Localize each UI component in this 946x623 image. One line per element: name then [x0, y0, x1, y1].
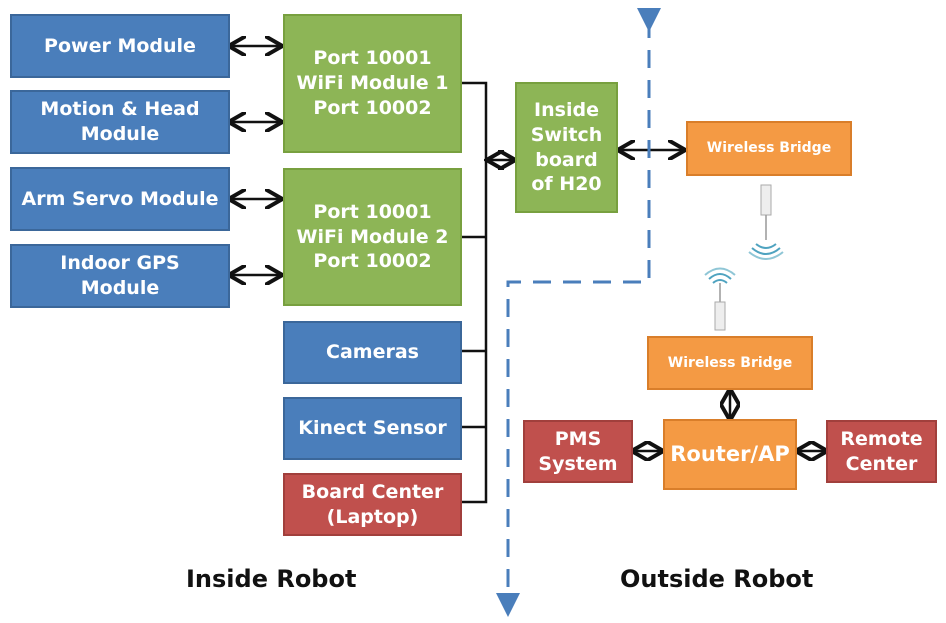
- outside-robot-label: Outside Robot: [620, 565, 814, 593]
- boundary-dashed-line: [496, 8, 661, 617]
- indoor-gps-module: Indoor GPS Module: [10, 244, 230, 308]
- router-ap: Router/AP: [663, 419, 797, 490]
- pms-system: PMS System: [523, 420, 633, 483]
- motion-head-module: Motion & Head Module: [10, 90, 230, 154]
- antenna-icon-bridge1: [748, 184, 784, 260]
- board-center-laptop: Board Center (Laptop): [283, 473, 462, 536]
- inside-switch-board: Inside Switch board of H20: [515, 82, 618, 213]
- inside-robot-label: Inside Robot: [186, 565, 357, 593]
- cameras: Cameras: [283, 321, 462, 384]
- arm-servo-module: Arm Servo Module: [10, 167, 230, 231]
- remote-center: Remote Center: [826, 420, 937, 483]
- bus-line: [462, 81, 488, 504]
- wireless-bridge-robot: Wireless Bridge: [686, 121, 852, 176]
- kinect-sensor: Kinect Sensor: [283, 397, 462, 460]
- power-module: Power Module: [10, 14, 230, 78]
- wireless-bridge-outside: Wireless Bridge: [647, 336, 813, 390]
- wifi-module-2: Port 10001 WiFi Module 2 Port 10002: [283, 168, 462, 306]
- wifi-module-1: Port 10001 WiFi Module 1 Port 10002: [283, 14, 462, 153]
- antenna-icon-bridge2: [704, 267, 736, 331]
